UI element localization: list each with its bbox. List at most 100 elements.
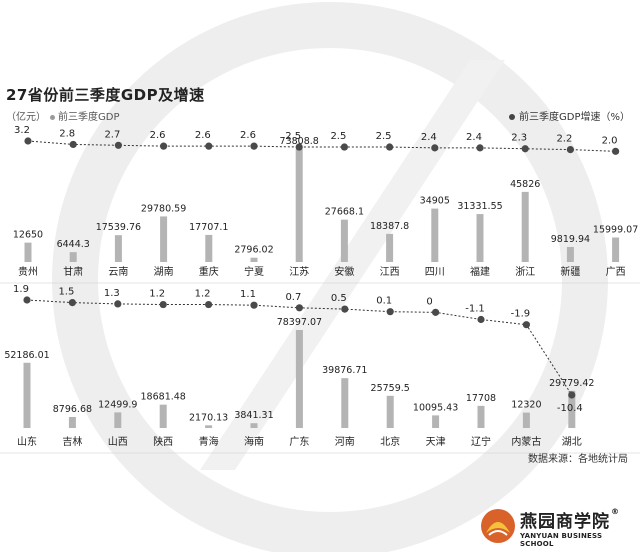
bar-value-label-1-4: 2170.13 — [189, 412, 228, 423]
growth-point-1-2 — [114, 300, 122, 308]
growth-label-1-5: 1.1 — [240, 289, 256, 300]
growth-point-0-8 — [386, 143, 394, 151]
bar-0-5 — [250, 257, 258, 262]
growth-point-0-13 — [612, 147, 620, 155]
bar-0-1 — [69, 252, 77, 262]
category-label-1-1: 吉林 — [62, 435, 82, 448]
bar-0-10 — [476, 214, 484, 262]
category-label-0-5: 宁夏 — [244, 265, 264, 278]
growth-label-0-13: 2.0 — [602, 135, 618, 146]
growth-point-1-1 — [68, 299, 76, 307]
growth-label-0-8: 2.5 — [376, 131, 392, 142]
growth-label-0-10: 2.4 — [466, 132, 482, 143]
bar-value-label-1-2: 12499.9 — [98, 399, 137, 410]
category-label-0-2: 云南 — [108, 265, 128, 278]
growth-label-0-6: 2.5 — [285, 131, 301, 142]
unit-label: （亿元） — [6, 112, 46, 123]
legend-growth: 前三季度GDP增速（%） — [509, 108, 630, 123]
growth-point-0-9 — [431, 144, 439, 152]
bar-1-8 — [386, 395, 394, 428]
brand-block: 燕园商学院® YANYUAN BUSINESS SCHOOL — [478, 505, 638, 549]
category-label-1-4: 青海 — [199, 435, 219, 448]
bar-value-label-0-5: 2796.02 — [234, 245, 273, 256]
category-label-0-10: 福建 — [470, 265, 490, 278]
bar-1-4 — [205, 425, 213, 428]
growth-point-1-5 — [250, 301, 258, 309]
bar-value-label-0-7: 27668.1 — [325, 207, 364, 218]
watermark-ring — [52, 2, 608, 552]
bar-value-label-1-5: 3841.31 — [234, 410, 273, 421]
growth-point-0-10 — [476, 144, 484, 152]
growth-point-0-3 — [160, 142, 168, 150]
growth-label-0-2: 2.7 — [104, 129, 120, 140]
bar-value-label-0-10: 31331.55 — [457, 201, 502, 212]
bar-0-8 — [386, 233, 394, 262]
category-label-0-9: 四川 — [425, 267, 445, 278]
category-label-0-11: 浙江 — [515, 266, 535, 278]
growth-label-1-9: 0 — [426, 296, 432, 307]
growth-point-1-12 — [568, 391, 576, 399]
bar-1-6 — [295, 330, 303, 428]
bar-0-9 — [431, 208, 439, 262]
bar-value-label-0-13: 15999.07 — [593, 225, 638, 236]
bar-1-3 — [159, 404, 167, 428]
category-label-1-5: 海南 — [244, 435, 264, 448]
category-label-1-12: 湖北 — [562, 436, 582, 448]
growth-point-0-12 — [566, 146, 575, 154]
category-label-0-7: 安徽 — [334, 265, 354, 278]
growth-point-0-11 — [521, 145, 529, 153]
category-label-1-0: 山东 — [17, 435, 37, 448]
bar-value-label-0-3: 29780.59 — [141, 203, 186, 214]
bar-0-2 — [114, 235, 122, 262]
growth-point-1-7 — [341, 305, 349, 313]
category-label-0-13: 广西 — [606, 266, 626, 278]
bar-value-label-1-6: 78397.07 — [277, 317, 322, 328]
growth-point-0-1 — [69, 140, 77, 149]
growth-line-0 — [27, 140, 616, 152]
bar-value-label-1-7: 39876.71 — [322, 365, 367, 376]
growth-point-1-9 — [432, 308, 440, 316]
growth-label-1-6: 0.7 — [285, 292, 301, 303]
bar-value-label-0-6: 73808.8 — [280, 136, 319, 147]
bar-0-13 — [612, 237, 620, 262]
bar-0-4 — [205, 234, 213, 262]
growth-label-1-1: 1.5 — [58, 287, 74, 298]
growth-label-0-7: 2.5 — [330, 131, 346, 142]
growth-label-1-11: -1.9 — [511, 309, 531, 320]
category-label-1-9: 天津 — [426, 436, 446, 448]
growth-label-0-1: 2.8 — [59, 128, 75, 139]
growth-point-1-0 — [23, 296, 31, 304]
bar-0-12 — [566, 246, 574, 262]
growth-label-1-4: 1.2 — [195, 289, 211, 300]
growth-label-0-11: 2.3 — [511, 133, 527, 144]
bar-1-7 — [341, 378, 349, 428]
growth-label-1-7: 0.5 — [331, 293, 347, 304]
growth-point-1-6 — [295, 304, 303, 312]
growth-point-1-10 — [477, 315, 485, 324]
category-label-1-2: 山西 — [108, 436, 128, 448]
bar-value-label-0-0: 12650 — [13, 230, 43, 241]
growth-label-0-3: 2.6 — [150, 130, 166, 141]
brand-name-cn: 燕园商学院® — [520, 507, 620, 532]
bar-value-label-0-8: 18387.8 — [370, 221, 409, 232]
legend-gdp-swatch — [50, 114, 55, 120]
category-label-1-7: 河南 — [335, 435, 355, 448]
bar-value-label-0-4: 17707.1 — [189, 222, 228, 233]
data-source: 数据来源：各地统计局 — [528, 454, 628, 465]
bar-0-6 — [295, 149, 303, 262]
growth-label-1-2: 1.3 — [104, 288, 120, 299]
growth-label-0-9: 2.4 — [421, 132, 437, 143]
growth-point-0-5 — [250, 142, 258, 150]
brand-name-cn-text: 燕园商学院 — [520, 512, 610, 532]
brand-reg-mark: ® — [611, 507, 620, 516]
bar-value-label-1-11: 12320 — [511, 400, 541, 411]
growth-point-0-6 — [295, 143, 303, 151]
bar-0-3 — [160, 216, 168, 262]
bar-1-11 — [522, 412, 530, 428]
growth-point-0-2 — [114, 141, 122, 149]
bar-value-label-1-0: 52186.01 — [4, 350, 49, 361]
bar-value-label-1-3: 18681.48 — [141, 392, 186, 403]
bar-value-label-1-1: 8796.68 — [53, 404, 92, 415]
growth-point-0-7 — [340, 143, 348, 151]
